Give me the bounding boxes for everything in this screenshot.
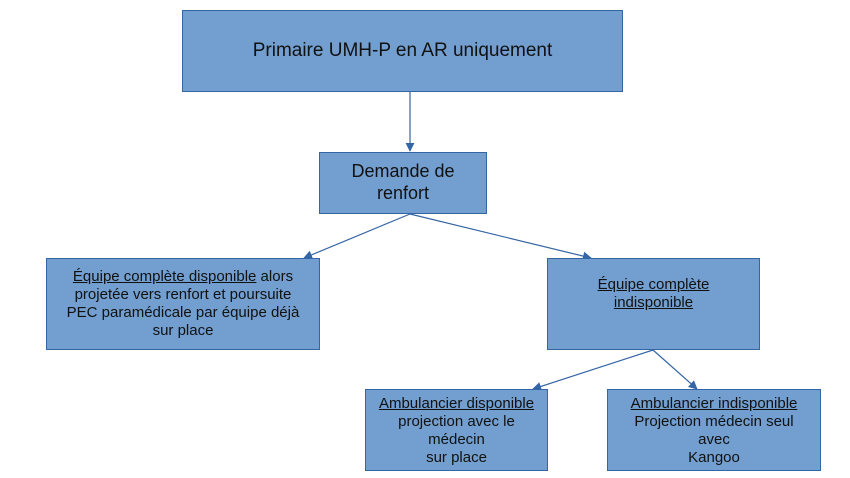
node-equipe-complete-disponible: Équipe complète disponible alors projeté… xyxy=(46,258,320,350)
node-text-line: Équipe complète disponible alors xyxy=(73,268,293,286)
node-text-line: Kangoo xyxy=(688,449,740,466)
node-text-line: Primaire UMH-P en AR uniquement xyxy=(252,39,553,61)
node-underlined-label: Ambulancier indisponible xyxy=(630,395,798,412)
node-demande-renfort: Demande de renfort xyxy=(319,152,487,214)
node-text-line: indisponible xyxy=(614,294,693,312)
node-primaire-umh-p: Primaire UMH-P en AR uniquement xyxy=(182,10,623,92)
node-text-line: renfort xyxy=(376,183,430,203)
node-text-line: avec xyxy=(698,431,730,448)
node-text-line: Ambulancier disponible xyxy=(379,395,534,413)
node-underlined-label: indisponible xyxy=(613,294,694,311)
node-ambulancier-disponible: Ambulancier disponible projection avec l… xyxy=(365,389,548,471)
edge-demande-to-left xyxy=(303,213,411,260)
node-text: alors xyxy=(256,268,294,285)
node-text-line: sur place xyxy=(152,322,214,339)
node-underlined-label: Équipe complète xyxy=(597,276,710,293)
node-text-line: projection avec le xyxy=(398,413,515,430)
edge-right-to-amb-dispo xyxy=(532,349,654,391)
node-text-line: sur place xyxy=(426,449,487,466)
node-ambulancier-indisponible: Ambulancier indisponible Projection méde… xyxy=(607,389,821,471)
node-underlined-label: Équipe complète disponible xyxy=(72,268,257,285)
node-text-line: PEC paramédicale par équipe déjà xyxy=(66,304,300,321)
node-text-line: Équipe complète xyxy=(598,276,710,294)
node-text-line: Projection médecin seul xyxy=(634,413,794,430)
node-text-line: projetée vers renfort et poursuite xyxy=(74,286,292,303)
node-text-line: médecin xyxy=(428,431,485,448)
node-underlined-label: Ambulancier disponible xyxy=(378,395,535,412)
edge-demande-to-right xyxy=(409,213,592,261)
edge-right-to-amb-indispo xyxy=(652,349,698,390)
node-text-line: Demande de xyxy=(351,161,455,182)
node-equipe-complete-indisponible: Équipe complète indisponible xyxy=(547,258,760,350)
node-text-line: Ambulancier indisponible xyxy=(631,395,798,413)
